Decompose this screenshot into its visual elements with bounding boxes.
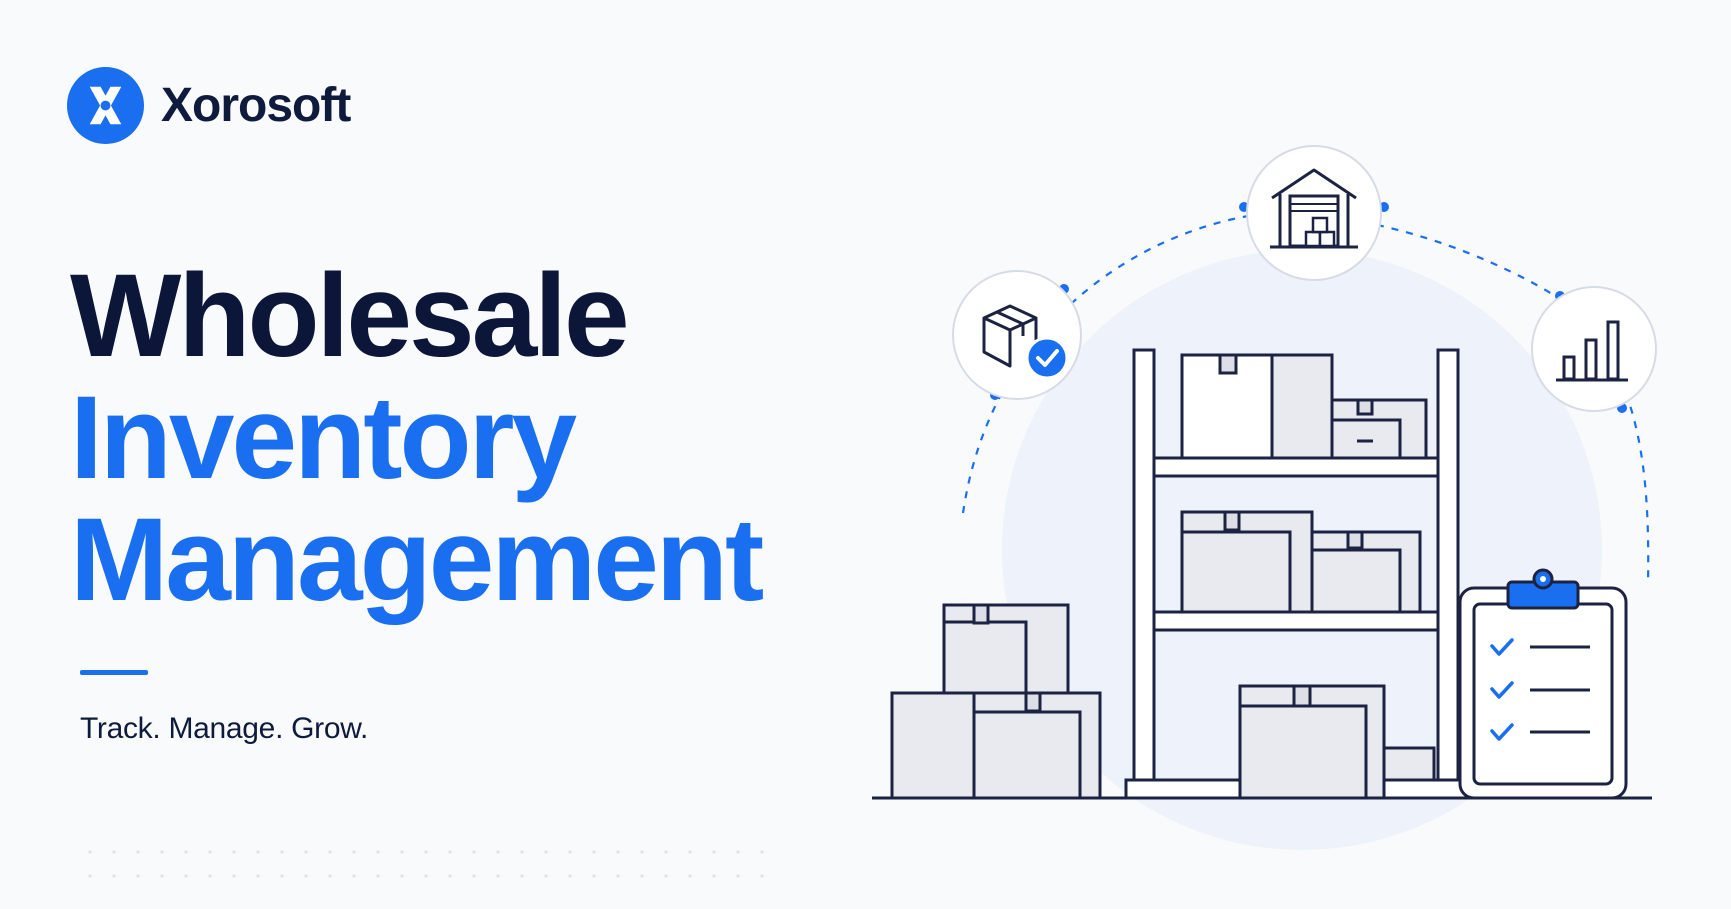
- headline-line-3: Management: [70, 494, 764, 626]
- cardboard-box-icon: [1180, 353, 1334, 460]
- cardboard-box-icon: [1382, 746, 1436, 782]
- package-check-icon: [952, 270, 1082, 400]
- dashed-connector-arc: [961, 212, 1650, 586]
- cardboard-box-icon: [1310, 530, 1422, 614]
- checklist-clipboard-icon: [1458, 568, 1628, 800]
- cardboard-box-icon: [1238, 684, 1386, 800]
- bar-chart-icon: [1531, 286, 1657, 412]
- decorative-dot-grid: [78, 840, 778, 888]
- brand-name: Xorosoft: [161, 79, 351, 132]
- x-logo-icon: [66, 66, 145, 145]
- tagline: Track. Manage. Grow.: [80, 712, 368, 745]
- cardboard-box-icon: [1180, 510, 1314, 614]
- brand-logo[interactable]: Xorosoft: [66, 66, 351, 145]
- cardboard-box-icon: [942, 603, 1070, 695]
- page-title: Wholesale Inventory Management: [70, 250, 764, 626]
- warehouse-icon: [1246, 145, 1382, 281]
- cardboard-box-icon: [972, 691, 1102, 800]
- accent-divider: [80, 670, 148, 675]
- cardboard-box-icon: [890, 691, 976, 800]
- headline-line-2: Inventory: [70, 372, 577, 504]
- headline-line-1: Wholesale: [70, 250, 630, 382]
- cardboard-box-icon: [1330, 398, 1428, 460]
